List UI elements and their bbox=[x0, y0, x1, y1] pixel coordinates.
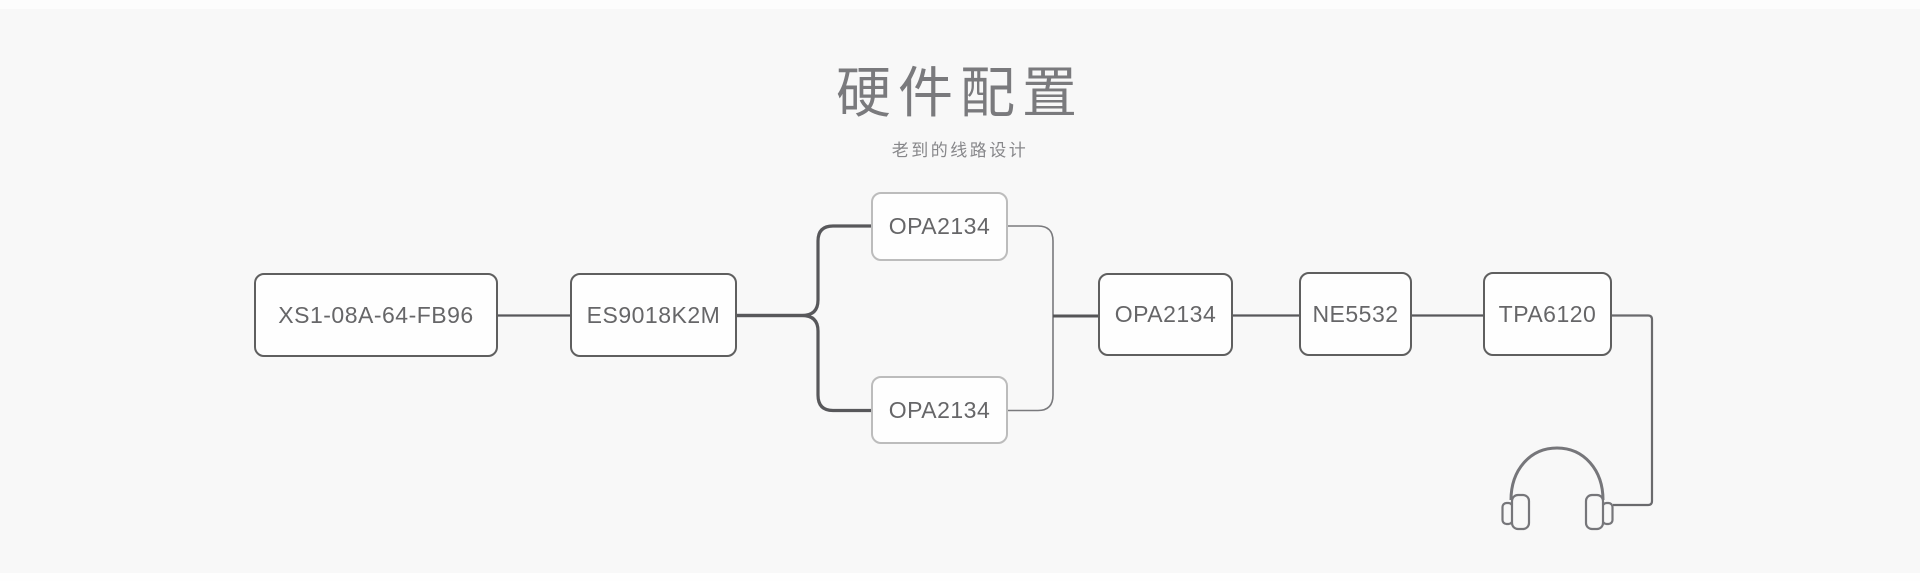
node-opa2134-top: OPA2134 bbox=[871, 192, 1008, 261]
top-divider-strip bbox=[0, 0, 1920, 9]
headphones-band bbox=[1509, 446, 1605, 501]
node-opa2134-merge: OPA2134 bbox=[1098, 273, 1233, 356]
node-es9018k2m: ES9018K2M bbox=[570, 273, 737, 357]
connector-tpa6120-headphones bbox=[1612, 314, 1654, 507]
connector-split-top bbox=[735, 224, 873, 318]
headphones-left-cup bbox=[1510, 493, 1531, 531]
page-subtitle: 老到的线路设计 bbox=[891, 141, 1029, 160]
connector-merge-bracket bbox=[1008, 225, 1054, 412]
node-tpa6120: TPA6120 bbox=[1483, 272, 1612, 356]
headphones-right-cup bbox=[1584, 493, 1605, 531]
page-title: 硬件配置 bbox=[835, 62, 1084, 124]
node-opa2134-bottom: OPA2134 bbox=[871, 376, 1008, 444]
headphones-icon bbox=[1501, 446, 1614, 531]
node-xs1-08a-64-fb96: XS1-08A-64-FB96 bbox=[254, 273, 498, 357]
node-ne5532: NE5532 bbox=[1299, 272, 1412, 356]
bottom-divider-strip bbox=[0, 573, 1920, 581]
connector-split-bottom bbox=[735, 313, 873, 413]
